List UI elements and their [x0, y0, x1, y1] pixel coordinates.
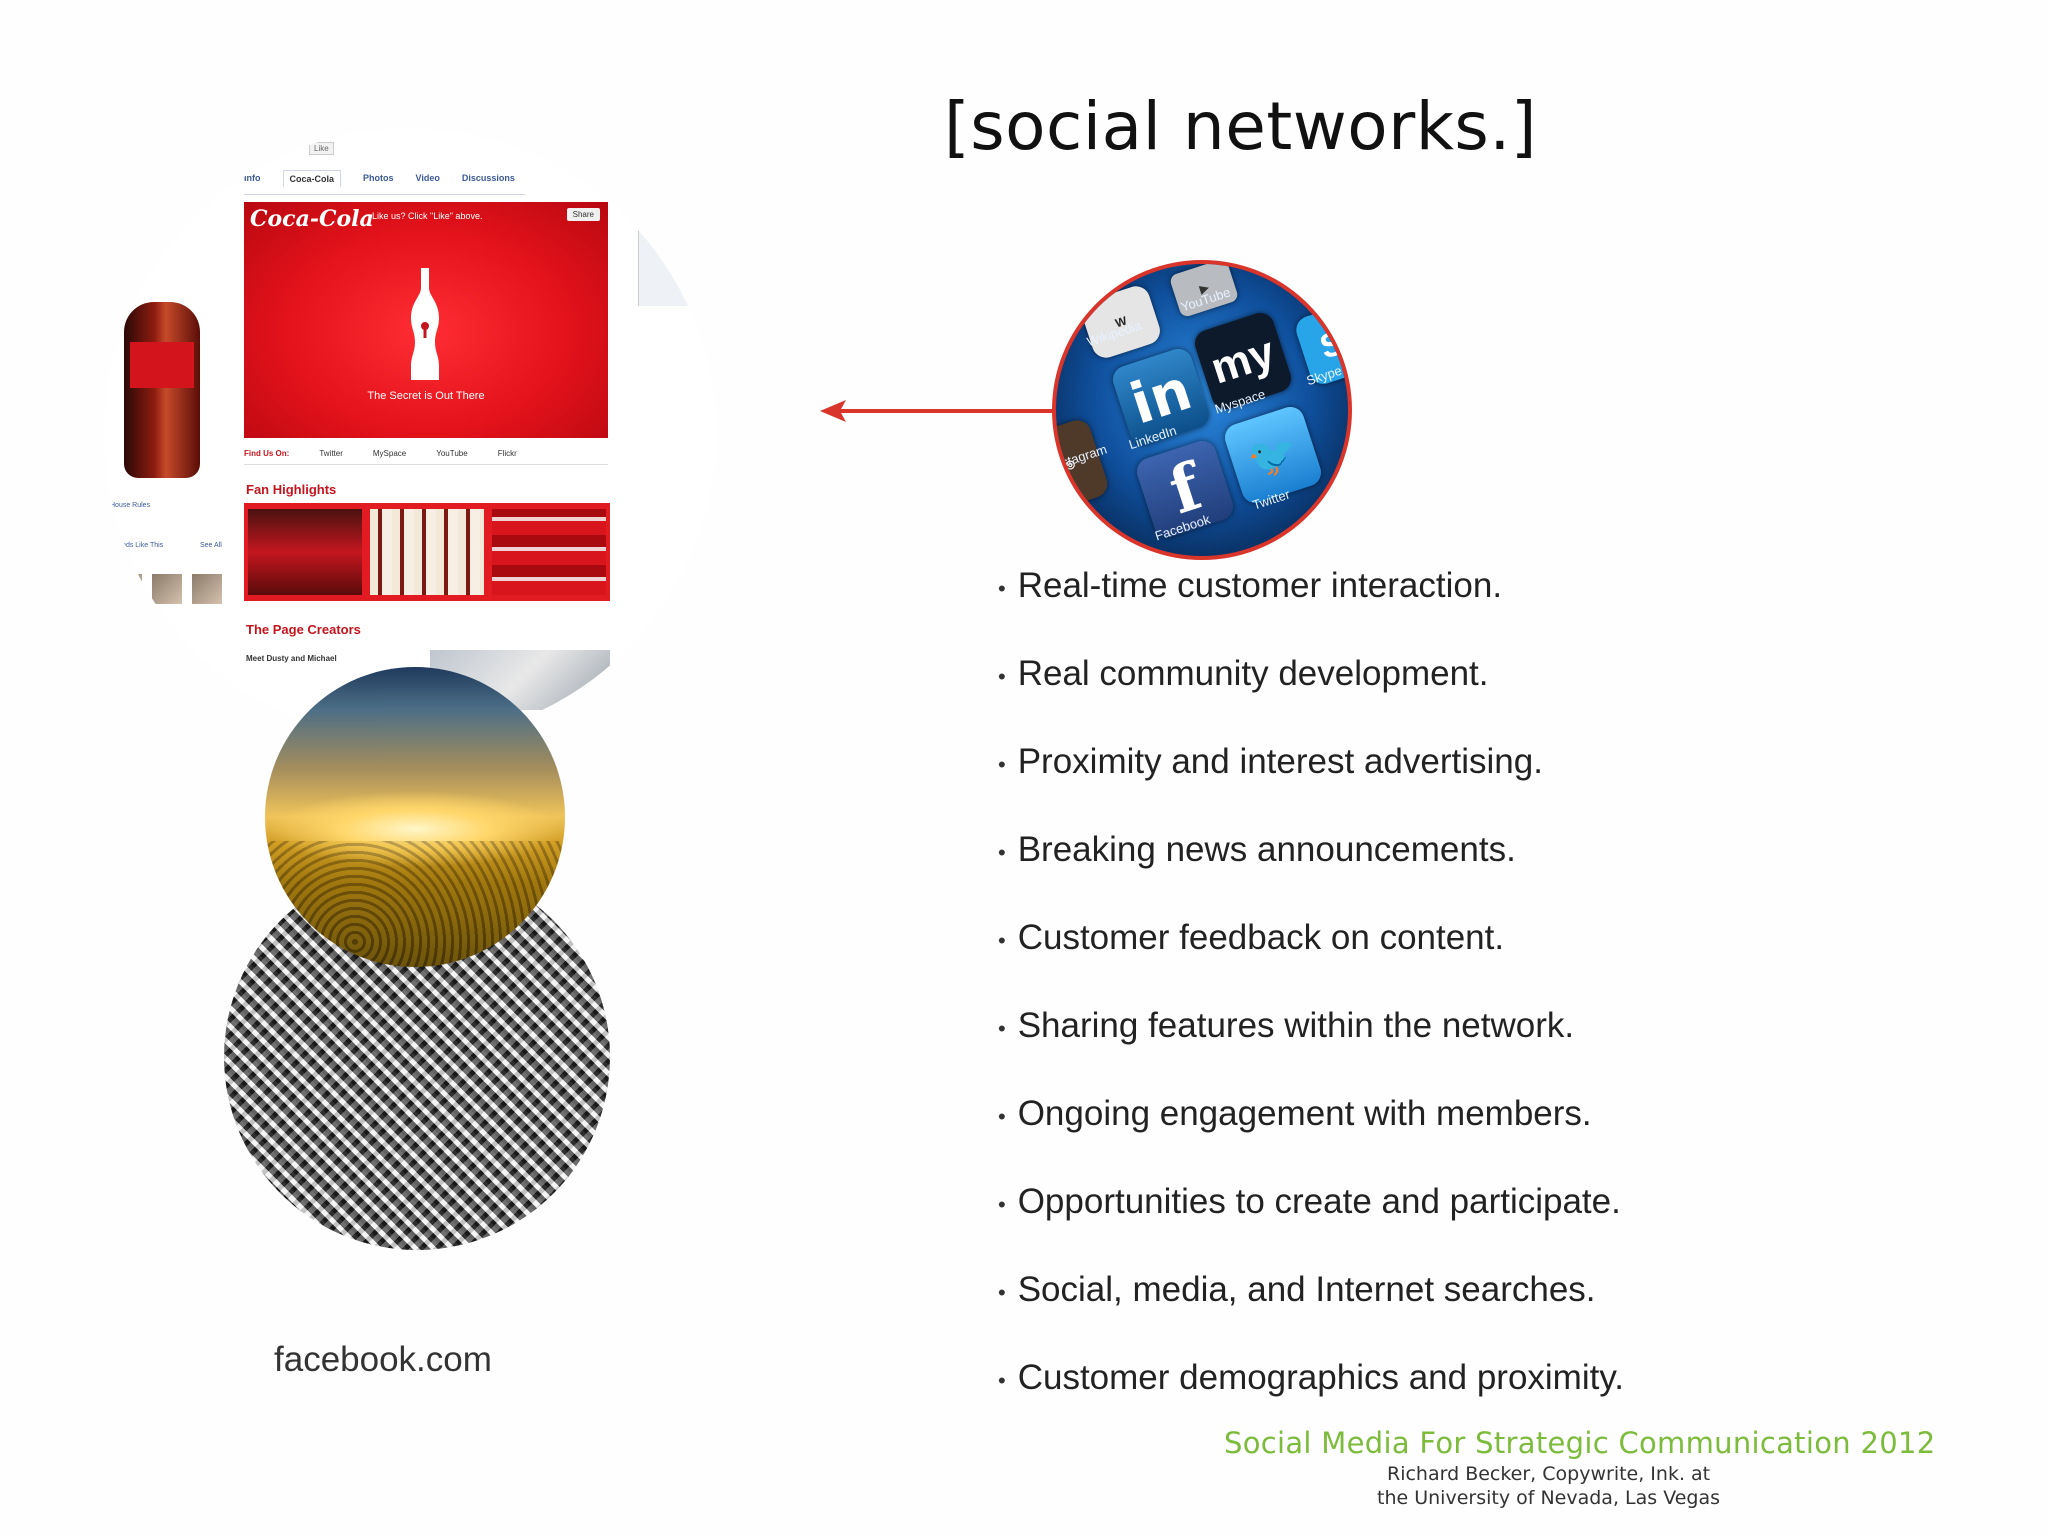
bullet-icon: • [998, 1104, 1006, 1129]
sunflower-sunset-photo [265, 667, 565, 967]
list-item: •Ongoing engagement with members. [998, 1094, 1592, 1133]
footer-author: Richard Becker, Copywrite, Ink. at [1387, 1463, 1711, 1485]
fb-house-rules: House Rules [110, 502, 151, 509]
list-item: •Proximity and interest advertising. [998, 742, 1543, 781]
friend-avatar [152, 642, 182, 672]
coke-banner: Coca-Cola Like us? Click "Like" above. S… [244, 202, 608, 438]
fb-tab-video: Video [415, 173, 440, 183]
bullet-icon: • [998, 576, 1006, 601]
share-button: Share [566, 208, 600, 221]
list-item: •Real community development. [998, 654, 1489, 693]
coke-bottle-image [124, 302, 200, 478]
fan-photo [492, 509, 606, 595]
list-item: •Breaking news announcements. [998, 830, 1516, 869]
facebook-caption: facebook.com [274, 1340, 492, 1379]
banner-prompt: Like us? Click "Like" above. [372, 211, 483, 221]
fb-friend-thumbs [112, 642, 182, 672]
find-us-label: Find Us On: [244, 448, 290, 458]
social-network-icons-image: W ▶ S ◎ in my f 🐦 Wikipedia YouTube Link… [1052, 260, 1352, 560]
list-item: •Customer feedback on content. [998, 918, 1505, 957]
friend-avatar [112, 574, 142, 604]
find-us-bar: Find Us On: Twitter MySpace YouTube Flic… [244, 442, 608, 465]
wikipedia-icon: W [1078, 282, 1164, 362]
fan-photo [370, 509, 484, 595]
banner-caption: The Secret is Out There [367, 390, 485, 402]
friend-avatar [112, 642, 142, 672]
bullet-icon: • [998, 928, 1006, 953]
bullet-icon: • [998, 1016, 1006, 1041]
bullet-icon: • [998, 664, 1006, 689]
creators-text: Meet Dusty and Michael [246, 654, 337, 663]
benefits-list: •Real-time customer interaction. •Real c… [998, 566, 1624, 1446]
list-item: •Social, media, and Internet searches. [998, 1270, 1596, 1309]
fb-friend-thumbs [112, 574, 222, 604]
fb-tab-bar: Info Coca-Cola Photos Video Discussions [244, 166, 525, 195]
fan-highlights-strip [244, 503, 610, 601]
fan-highlights-heading: Fan Highlights [246, 482, 337, 497]
facebook-screenshot-image: Like Info Coca-Cola Photos Video Discuss… [104, 128, 716, 740]
find-us-twitter: Twitter [319, 448, 343, 458]
footer-course-title: Social Media For Strategic Communication… [1224, 1426, 1936, 1460]
bullet-icon: • [998, 1192, 1006, 1217]
fb-left-column: House Rules Friends Like This See All [104, 202, 234, 702]
bottle-icon [411, 268, 439, 380]
slide-title: [social networks.] [944, 88, 1538, 165]
coca-cola-logo: Coca-Cola [250, 206, 374, 232]
list-item: •Opportunities to create and participate… [998, 1182, 1621, 1221]
find-us-myspace: MySpace [372, 448, 407, 458]
fb-like-button: Like [309, 142, 334, 155]
page-creators-heading: The Page Creators [246, 622, 361, 637]
bullet-icon: • [998, 1280, 1006, 1305]
find-us-youtube: YouTube [436, 448, 468, 458]
fan-photo [248, 509, 362, 595]
friend-avatar [152, 574, 182, 604]
left-arrow-icon [820, 400, 1060, 422]
footer-university: the University of Nevada, Las Vegas [1377, 1487, 1721, 1509]
fb-tab-coca-cola: Coca-Cola [282, 169, 342, 187]
friend-avatar [192, 574, 222, 604]
fb-see-all: See All [200, 542, 222, 549]
list-item: •Customer demographics and proximity. [998, 1358, 1624, 1397]
bullet-icon: • [998, 840, 1006, 865]
fb-tab-info: Info [244, 173, 261, 183]
fb-tab-photos: Photos [363, 173, 394, 183]
list-item: •Real-time customer interaction. [998, 566, 1503, 605]
fb-friends-like: Friends Like This [110, 542, 164, 549]
list-item: •Sharing features within the network. [998, 1006, 1575, 1045]
bullet-icon: • [998, 752, 1006, 777]
bullet-icon: • [998, 1368, 1006, 1393]
find-us-flickr: Flickr [497, 448, 517, 458]
fb-right-column [638, 226, 699, 306]
fb-tab-discussions: Discussions [461, 173, 515, 183]
